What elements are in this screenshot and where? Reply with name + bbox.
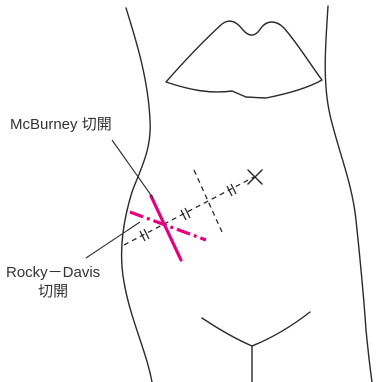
rocky-davis-label-line2: 切開: [6, 283, 100, 302]
rocky-davis-label-line1: Rocky－Davis: [6, 264, 100, 283]
mcburney-label: McBurney 切開: [10, 116, 112, 135]
tick-1b: [144, 229, 149, 239]
torso-left-outline: [122, 8, 152, 382]
inguinal-line-left: [202, 318, 252, 346]
inguinal-line-right: [252, 312, 310, 346]
tick-2b: [185, 208, 190, 218]
rocky-davis-leader-line: [86, 222, 140, 258]
tick-3a: [227, 186, 232, 196]
mcburney-incision: [151, 196, 181, 260]
rocky-davis-label: Rocky－Davis 切開: [6, 264, 100, 302]
x-mark: [248, 170, 262, 184]
costal-arch: [166, 21, 322, 98]
torso-right-outline: [325, 6, 372, 382]
